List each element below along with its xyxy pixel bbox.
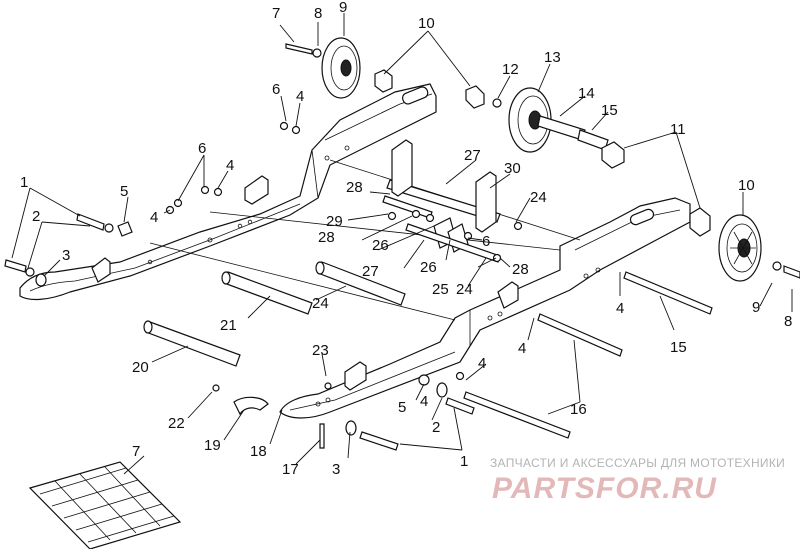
cross-shaft-22 — [223, 271, 313, 315]
callout-9: 9 — [339, 0, 347, 16]
leader-lines — [11, 13, 793, 475]
cross-shaft-27 — [386, 179, 501, 223]
svg-text:PARTSFOR.RU: PARTSFOR.RU — [492, 472, 717, 505]
callout-13: 14 — [578, 85, 595, 102]
front-hardware — [4, 121, 301, 287]
callout-29: 29 — [326, 213, 343, 230]
callout-10: 11 — [670, 121, 686, 138]
callout-23: 23 — [312, 342, 329, 359]
rear-hardware — [212, 371, 475, 451]
callout-14: 15 — [601, 102, 618, 119]
callout-17: 18 — [250, 443, 267, 460]
callout-4: 4 — [296, 88, 304, 105]
callout-16: 17 — [282, 461, 299, 478]
idler-wheels — [285, 37, 800, 282]
callout-7: 7 — [272, 5, 280, 22]
callout-2: 2 — [432, 419, 440, 436]
callout-22: 21 — [220, 317, 237, 334]
callout-4: 4 — [518, 340, 526, 357]
callout-4: 4 — [478, 355, 486, 372]
callout-11: 12 — [502, 61, 519, 78]
callout-18: 19 — [204, 437, 221, 454]
callout-5: 5 — [398, 399, 406, 416]
right-rail — [279, 197, 691, 419]
callout-5: 5 — [120, 183, 128, 200]
callout-24: 24 — [530, 189, 547, 206]
callout-8: 9 — [752, 299, 760, 316]
callout-25: 25 — [432, 281, 449, 298]
pin-16 — [319, 423, 325, 449]
watermark-logo-prefix: PARTS — [492, 472, 596, 505]
callout-3: 3 — [332, 461, 340, 478]
skid-clip-18 — [233, 396, 269, 416]
callout-26: 26 — [372, 237, 389, 254]
callout-4: 4 — [226, 157, 234, 174]
callout-7: 8 — [784, 313, 792, 330]
watermark-logo-suffix: FOR.RU — [596, 472, 717, 505]
center-parts — [382, 139, 523, 263]
callout-4: 4 — [616, 300, 624, 317]
callout-27: 27 — [362, 263, 379, 280]
callout-2: 2 — [32, 208, 40, 225]
long-bolts — [463, 271, 713, 439]
track-plate — [28, 461, 182, 549]
callout-4: 4 — [150, 209, 158, 226]
callout-26: 26 — [420, 259, 437, 276]
callout-6: 6 — [482, 233, 490, 250]
callout-9: 10 — [738, 177, 755, 194]
left-rail — [19, 83, 437, 301]
callout-3: 3 — [62, 247, 70, 264]
watermark-tagline: ЗАПЧАСТИ И АКСЕССУАРЫ ДЛЯ МОТОТЕХНИКИ — [490, 456, 785, 470]
callout-24: 24 — [456, 281, 473, 298]
callout-20: 7 — [132, 443, 140, 460]
callout-30: 30 — [504, 160, 521, 177]
callout-1: 1 — [460, 453, 468, 470]
callout-8: 8 — [314, 5, 322, 22]
callout-4: 4 — [420, 393, 428, 410]
callout-24: 24 — [312, 295, 329, 312]
callout-28: 28 — [318, 229, 335, 246]
callout-28: 28 — [512, 261, 529, 278]
callout-28: 28 — [346, 179, 363, 196]
callout-27: 27 — [464, 147, 481, 164]
callout-15: 16 — [570, 401, 587, 418]
watermark: ЗАПЧАСТИ И АКСЕССУАРЫ ДЛЯ МОТОТЕХНИКИ PA… — [490, 456, 785, 505]
callout-6: 6 — [198, 140, 206, 157]
callout-10: 10 — [418, 15, 435, 32]
cross-shafts — [143, 159, 581, 367]
callout-labels: 7 8 9 10 12 13 14 15 11 10 9 8 6 4 6 4 4… — [20, 0, 792, 478]
callout-21: 20 — [132, 359, 149, 376]
callout-6: 6 — [272, 81, 280, 98]
callout-12: 13 — [544, 49, 561, 66]
callout-15: 15 — [670, 339, 687, 356]
callout-1: 1 — [20, 174, 28, 191]
callout-19: 22 — [168, 415, 185, 432]
